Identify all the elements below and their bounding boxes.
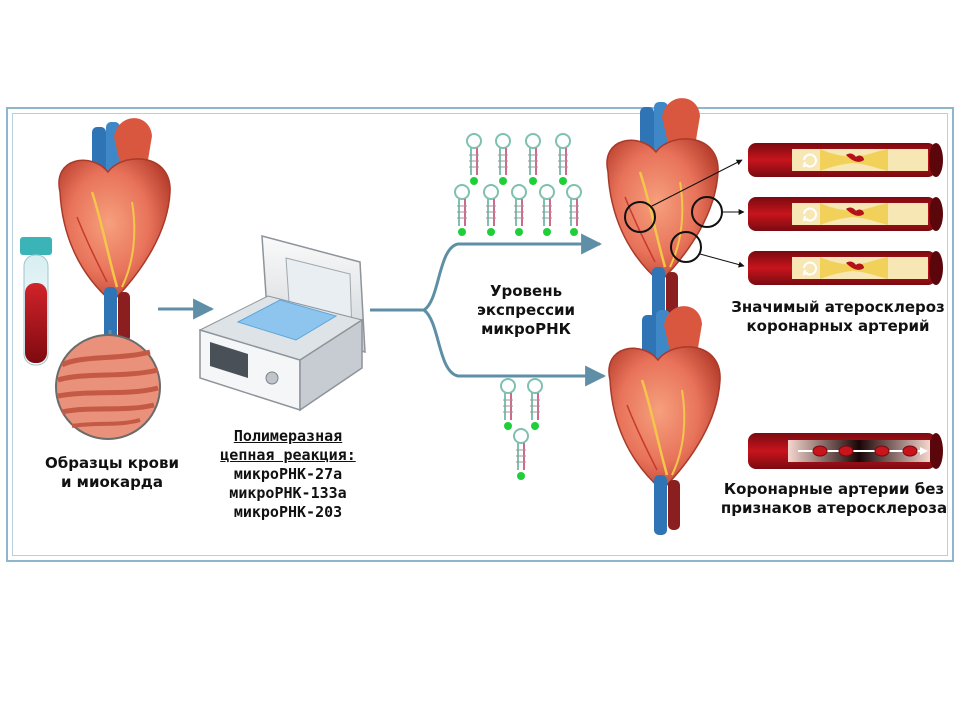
pcr-thermocycler-icon [198,235,366,412]
pcr-label: Полимеразная цепная реакция: микроРНК-27… [196,427,380,522]
samples-label-line: Образцы крови [45,454,179,472]
myocardium-tissue-icon [55,330,161,440]
expression-label-line: микроРНК [481,320,571,338]
samples-label-line: и миокарда [60,473,164,491]
lesion-markers [624,159,745,268]
vessel-plaque-1 [747,142,944,178]
heart-healthy-icon [607,304,722,537]
flow-arrow-lower [422,308,607,387]
mirna-name: микроРНК-133а [229,484,347,502]
pcr-title-line: цепная реакция: [220,446,356,464]
flow-arrow-upper [423,233,603,312]
no-signs-label-line: признаков атеросклероза [720,499,948,517]
no-signs-label-line: Коронарные артерии без [723,480,945,498]
vessel-plaque-3 [747,250,944,286]
heart-icon [57,116,172,349]
expression-label-line: Уровень [489,282,563,300]
expression-label-line: экспрессии [476,301,576,319]
heart-atherosclerosis-icon [605,96,720,329]
significant-atherosclerosis-label: Значимый атеросклероз коронарных артерий [726,298,950,336]
samples-label: Образцы крови и миокарда [22,454,202,492]
mirna-probes-low [500,378,543,481]
no-atherosclerosis-label: Коронарные артерии без признаков атероск… [716,480,952,518]
mirna-name: микроРНК-203 [233,503,343,521]
blood-tube-icon [20,237,52,366]
mirna-name: микроРНК-27а [233,465,343,483]
vessel-plaque-2 [747,196,944,232]
significant-label-line: коронарных артерий [746,317,930,335]
significant-label-line: Значимый атеросклероз [731,298,945,316]
mirna-probes-high [454,133,582,237]
vessel-healthy [748,433,943,469]
expression-label: Уровень экспрессии микроРНК [458,282,594,339]
pcr-title-line: Полимеразная [233,427,343,445]
